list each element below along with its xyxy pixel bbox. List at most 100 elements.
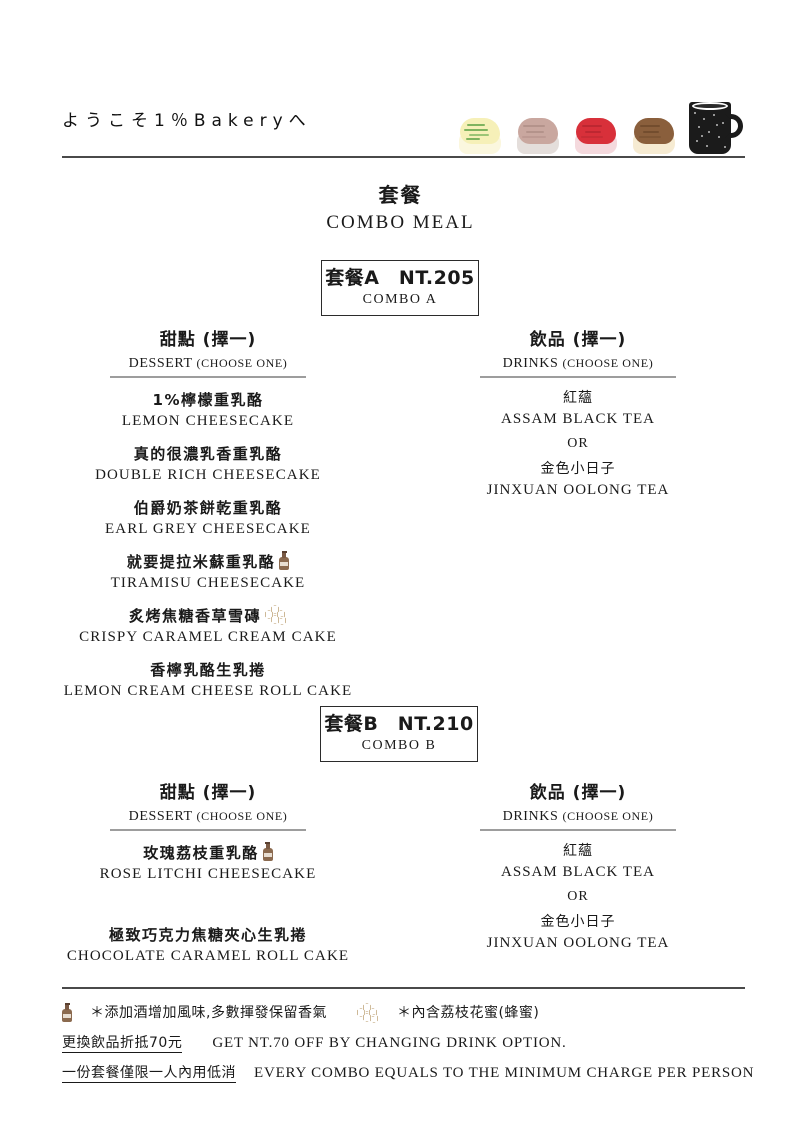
dessert-name-cn: 香檸乳酪生乳捲 xyxy=(150,661,266,679)
bottle-icon xyxy=(279,551,290,570)
heading-en-sub: (CHOOSE ONE) xyxy=(562,809,654,823)
heading-en-sub: (CHOOSE ONE) xyxy=(196,356,288,370)
legend-line: ＊添加酒增加風味,多數揮發保留香氣 ＊內含荔枝花蜜(蜂蜜) xyxy=(62,998,752,1028)
heading-en: DESSERT (CHOOSE ONE) xyxy=(93,352,323,375)
dessert-name-en: LEMON CHEESECAKE xyxy=(121,413,295,429)
drink-name-en: JINXUAN OOLONG TEA xyxy=(486,482,670,498)
heading-cn: 甜點 (擇一) xyxy=(159,783,257,803)
heading-underline xyxy=(480,829,676,831)
dessert-name-cn: 極致巧克力焦糖夾心生乳捲 xyxy=(108,926,307,944)
combo-a-dessert-heading: 甜點 (擇一) DESSERT (CHOOSE ONE) xyxy=(93,328,323,378)
drink-name-cn: 金色小日子 xyxy=(540,914,616,930)
rose-cake-slice-icon xyxy=(515,110,561,156)
drink-separator: OR xyxy=(567,436,589,451)
heading-en-main: DRINKS xyxy=(502,356,559,371)
note-line: 一份套餐僅限一人內用低消 EVERY COMBO EQUALS TO THE M… xyxy=(62,1058,755,1088)
drink-separator: OR xyxy=(567,889,589,904)
dessert-item[interactable]: 玫瑰荔枝重乳酪 ROSE LITCHI CHEESECAKE xyxy=(43,842,373,884)
dessert-name-cn: 伯爵奶茶餅乾重乳酪 xyxy=(133,499,283,517)
heading-en-sub: (CHOOSE ONE) xyxy=(196,809,288,823)
note-discount-en: GET NT.70 OFF BY CHANGING DRINK OPTION. xyxy=(212,1035,567,1051)
combo-b-drink-list: 紅蘊 ASSAM BLACK TEA OR 金色小日子 JINXUAN OOLO… xyxy=(458,841,698,953)
combo-a-drink-list: 紅蘊 ASSAM BLACK TEA OR 金色小日子 JINXUAN OOLO… xyxy=(458,388,698,500)
dessert-name-en: TIRAMISU CHEESECAKE xyxy=(110,575,306,591)
heading-en: DESSERT (CHOOSE ONE) xyxy=(93,805,323,828)
chocolate-cake-slice-icon xyxy=(631,110,677,156)
drink-name-cn: 紅蘊 xyxy=(563,843,593,859)
page-title-cn: 套餐 xyxy=(378,183,423,207)
strawberry-cake-slice-icon xyxy=(573,110,619,156)
heading-en-main: DESSERT xyxy=(128,356,193,371)
drink-name-en: ASSAM BLACK TEA xyxy=(501,411,655,427)
note-line: 更換飲品折抵70元 GET NT.70 OFF BY CHANGING DRIN… xyxy=(62,1028,752,1058)
bottle-icon xyxy=(262,842,273,861)
dessert-name-cn: 1%檸檬重乳酪 xyxy=(152,391,264,409)
dessert-name-en: EARL GREY CHEESECAKE xyxy=(105,521,311,537)
dessert-item[interactable]: 就要提拉米蘇重乳酪 TIRAMISU CHEESECAKE xyxy=(43,551,373,593)
combo-a-price: 套餐A NT.205 xyxy=(325,267,475,289)
note-minimum-cn: 一份套餐僅限一人內用低消 xyxy=(62,1065,236,1083)
legend-honey-text: ＊內含荔枝花蜜(蜂蜜) xyxy=(396,1005,540,1021)
dessert-item[interactable]: 香檸乳酪生乳捲 LEMON CREAM CHEESE ROLL CAKE xyxy=(43,659,373,701)
combo-a-drinks-heading: 飲品 (擇一) DRINKS (CHOOSE ONE) xyxy=(463,328,693,378)
drink-name-en: ASSAM BLACK TEA xyxy=(501,864,655,880)
combo-a-dessert-list: 1%檸檬重乳酪 LEMON CHEESECAKE 真的很濃乳香重乳酪 DOUBL… xyxy=(43,389,373,713)
heading-underline xyxy=(110,829,306,831)
coffee-mug-icon xyxy=(689,98,745,156)
drink-item[interactable]: 金色小日子 JINXUAN OOLONG TEA xyxy=(458,912,698,953)
heading-cn: 飲品 (擇一) xyxy=(529,330,627,350)
drink-item[interactable]: 金色小日子 JINXUAN OOLONG TEA xyxy=(458,459,698,500)
heading-en-main: DESSERT xyxy=(128,809,193,824)
dessert-item[interactable]: 炙烤焦糖香草雪磚 CRISPY CARAMEL CREAM CAKE xyxy=(43,605,373,647)
drink-name-cn: 紅蘊 xyxy=(563,390,593,406)
drink-name-cn: 金色小日子 xyxy=(540,461,616,477)
drink-item[interactable]: 紅蘊 ASSAM BLACK TEA xyxy=(458,841,698,882)
note-discount-cn: 更換飲品折抵70元 xyxy=(62,1035,183,1053)
heading-underline xyxy=(110,376,306,378)
welcome-text: ようこそ1％Bakeryへ xyxy=(62,111,312,131)
heading-en-main: DRINKS xyxy=(502,809,559,824)
honeycomb-icon xyxy=(356,1003,379,1023)
combo-b-price: 套餐B NT.210 xyxy=(324,713,474,735)
dessert-name-en: DOUBLE RICH CHEESECAKE xyxy=(95,467,321,483)
dessert-item[interactable]: 伯爵奶茶餅乾重乳酪 EARL GREY CHEESECAKE xyxy=(43,497,373,539)
combo-a-name: COMBO A xyxy=(362,292,438,307)
heading-cn: 甜點 (擇一) xyxy=(159,330,257,350)
heading-en-sub: (CHOOSE ONE) xyxy=(562,356,654,370)
dessert-name-cn: 就要提拉米蘇重乳酪 xyxy=(126,553,276,571)
footer-divider xyxy=(62,987,745,989)
heading-en: DRINKS (CHOOSE ONE) xyxy=(463,805,693,828)
lemon-cake-slice-icon xyxy=(457,110,503,156)
dessert-name-en: CHOCOLATE CARAMEL ROLL CAKE xyxy=(66,948,350,964)
dessert-name-en: ROSE LITCHI CHEESECAKE xyxy=(99,866,317,882)
page-title-en: COMBO MEAL xyxy=(326,212,475,233)
page-title: 套餐 COMBO MEAL xyxy=(0,182,801,236)
combo-a-price-box: 套餐A NT.205 COMBO A xyxy=(321,260,479,316)
legend-alcohol-text: ＊添加酒增加風味,多數揮發保留香氣 xyxy=(90,1005,327,1021)
drink-item[interactable]: 紅蘊 ASSAM BLACK TEA xyxy=(458,388,698,429)
page-header: ようこそ1％Bakeryへ xyxy=(62,88,745,158)
dessert-name-en: CRISPY CARAMEL CREAM CAKE xyxy=(79,629,337,645)
combo-b-price-box: 套餐B NT.210 COMBO B xyxy=(320,706,478,762)
combo-b-drinks-heading: 飲品 (擇一) DRINKS (CHOOSE ONE) xyxy=(463,781,693,831)
combo-b-dessert-list: 玫瑰荔枝重乳酪 ROSE LITCHI CHEESECAKE 極致巧克力焦糖夾心… xyxy=(43,842,373,978)
dessert-name-cn: 玫瑰荔枝重乳酪 xyxy=(143,844,259,862)
heading-cn: 飲品 (擇一) xyxy=(529,783,627,803)
honeycomb-icon xyxy=(265,605,287,625)
dessert-item[interactable]: 1%檸檬重乳酪 LEMON CHEESECAKE xyxy=(43,389,373,431)
dessert-name-en: LEMON CREAM CHEESE ROLL CAKE xyxy=(63,683,353,699)
dessert-item[interactable]: 真的很濃乳香重乳酪 DOUBLE RICH CHEESECAKE xyxy=(43,443,373,485)
heading-en: DRINKS (CHOOSE ONE) xyxy=(463,352,693,375)
drink-name-en: JINXUAN OOLONG TEA xyxy=(486,935,670,951)
dessert-name-cn: 真的很濃乳香重乳酪 xyxy=(133,445,283,463)
dessert-item[interactable]: 極致巧克力焦糖夾心生乳捲 CHOCOLATE CARAMEL ROLL CAKE xyxy=(43,924,373,966)
dessert-name-cn: 炙烤焦糖香草雪磚 xyxy=(128,607,261,625)
heading-underline xyxy=(480,376,676,378)
combo-b-dessert-heading: 甜點 (擇一) DESSERT (CHOOSE ONE) xyxy=(93,781,323,831)
footer-notes: ＊添加酒增加風味,多數揮發保留香氣 ＊內含荔枝花蜜(蜂蜜) 更換飲品折抵70元 … xyxy=(62,998,755,1088)
header-divider xyxy=(62,156,745,158)
combo-b-name: COMBO B xyxy=(361,738,437,753)
note-minimum-en: EVERY COMBO EQUALS TO THE MINIMUM CHARGE… xyxy=(254,1065,755,1081)
decoration-row xyxy=(457,88,745,156)
